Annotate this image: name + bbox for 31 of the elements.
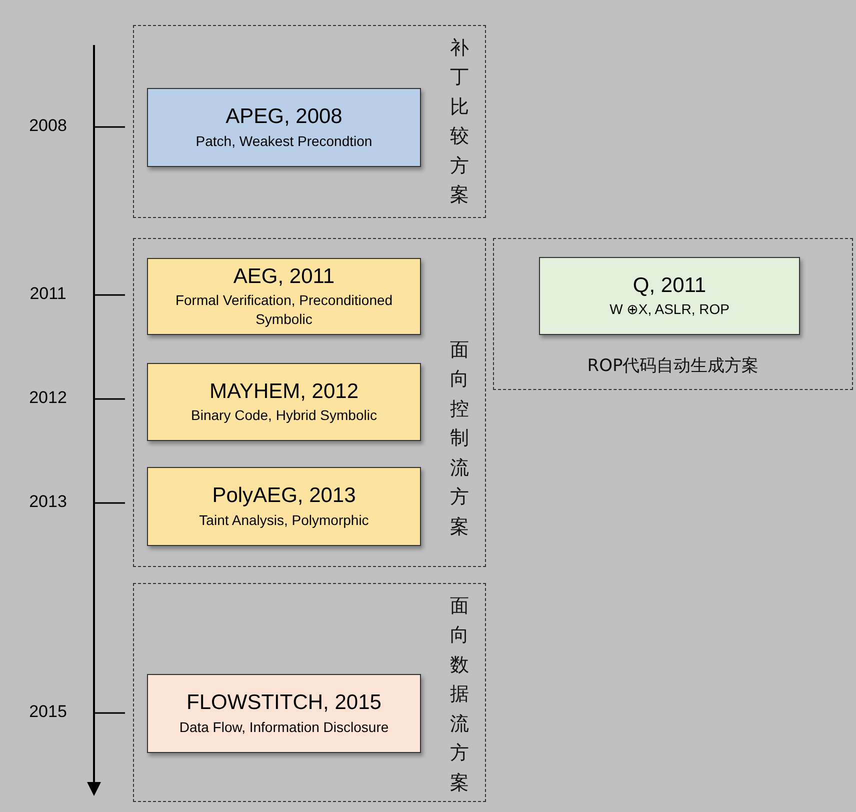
method-title: FLOWSTITCH, 2015 <box>186 690 382 716</box>
method-keywords: W ⊕X, ASLR, ROP <box>610 300 730 320</box>
method-box <box>539 257 800 335</box>
dashed-group-frame <box>133 238 486 567</box>
dashed-group-frame <box>133 25 486 218</box>
method-keywords: Binary Code, Hybrid Symbolic <box>191 406 377 426</box>
group-label: 补丁比较方案 <box>450 36 469 208</box>
dashed-group-frame <box>493 238 853 390</box>
method-keywords: Formal Verification, Preconditioned Symbolic <box>174 291 394 329</box>
year-label: 2011 <box>28 284 68 304</box>
method-box <box>147 258 421 335</box>
method-box <box>147 88 421 167</box>
method-title: MAYHEM, 2012 <box>210 378 358 404</box>
year-label: 2008 <box>28 116 68 136</box>
method-title: PolyAEG, 2013 <box>212 483 356 509</box>
method-keywords: Taint Analysis, Polymorphic <box>199 510 369 530</box>
method-box <box>147 674 421 753</box>
method-box <box>147 363 421 441</box>
group-label: 面向数据流方案 <box>450 594 469 796</box>
method-keywords: Data Flow, Information Disclosure <box>179 718 389 737</box>
method-title: APEG, 2008 <box>226 104 342 130</box>
method-title: Q, 2011 <box>632 272 706 298</box>
year-label: 2013 <box>28 492 68 512</box>
dashed-group-frame <box>133 583 486 802</box>
method-title: AEG, 2011 <box>233 264 335 290</box>
group-label: ROP代码自动生成方案 <box>586 355 760 377</box>
method-box <box>147 467 421 546</box>
group-label: 面向控制流方案 <box>450 338 469 540</box>
year-label: 2012 <box>28 388 68 408</box>
year-label: 2015 <box>28 702 68 722</box>
method-keywords: Patch, Weakest Precondtion <box>196 132 372 151</box>
